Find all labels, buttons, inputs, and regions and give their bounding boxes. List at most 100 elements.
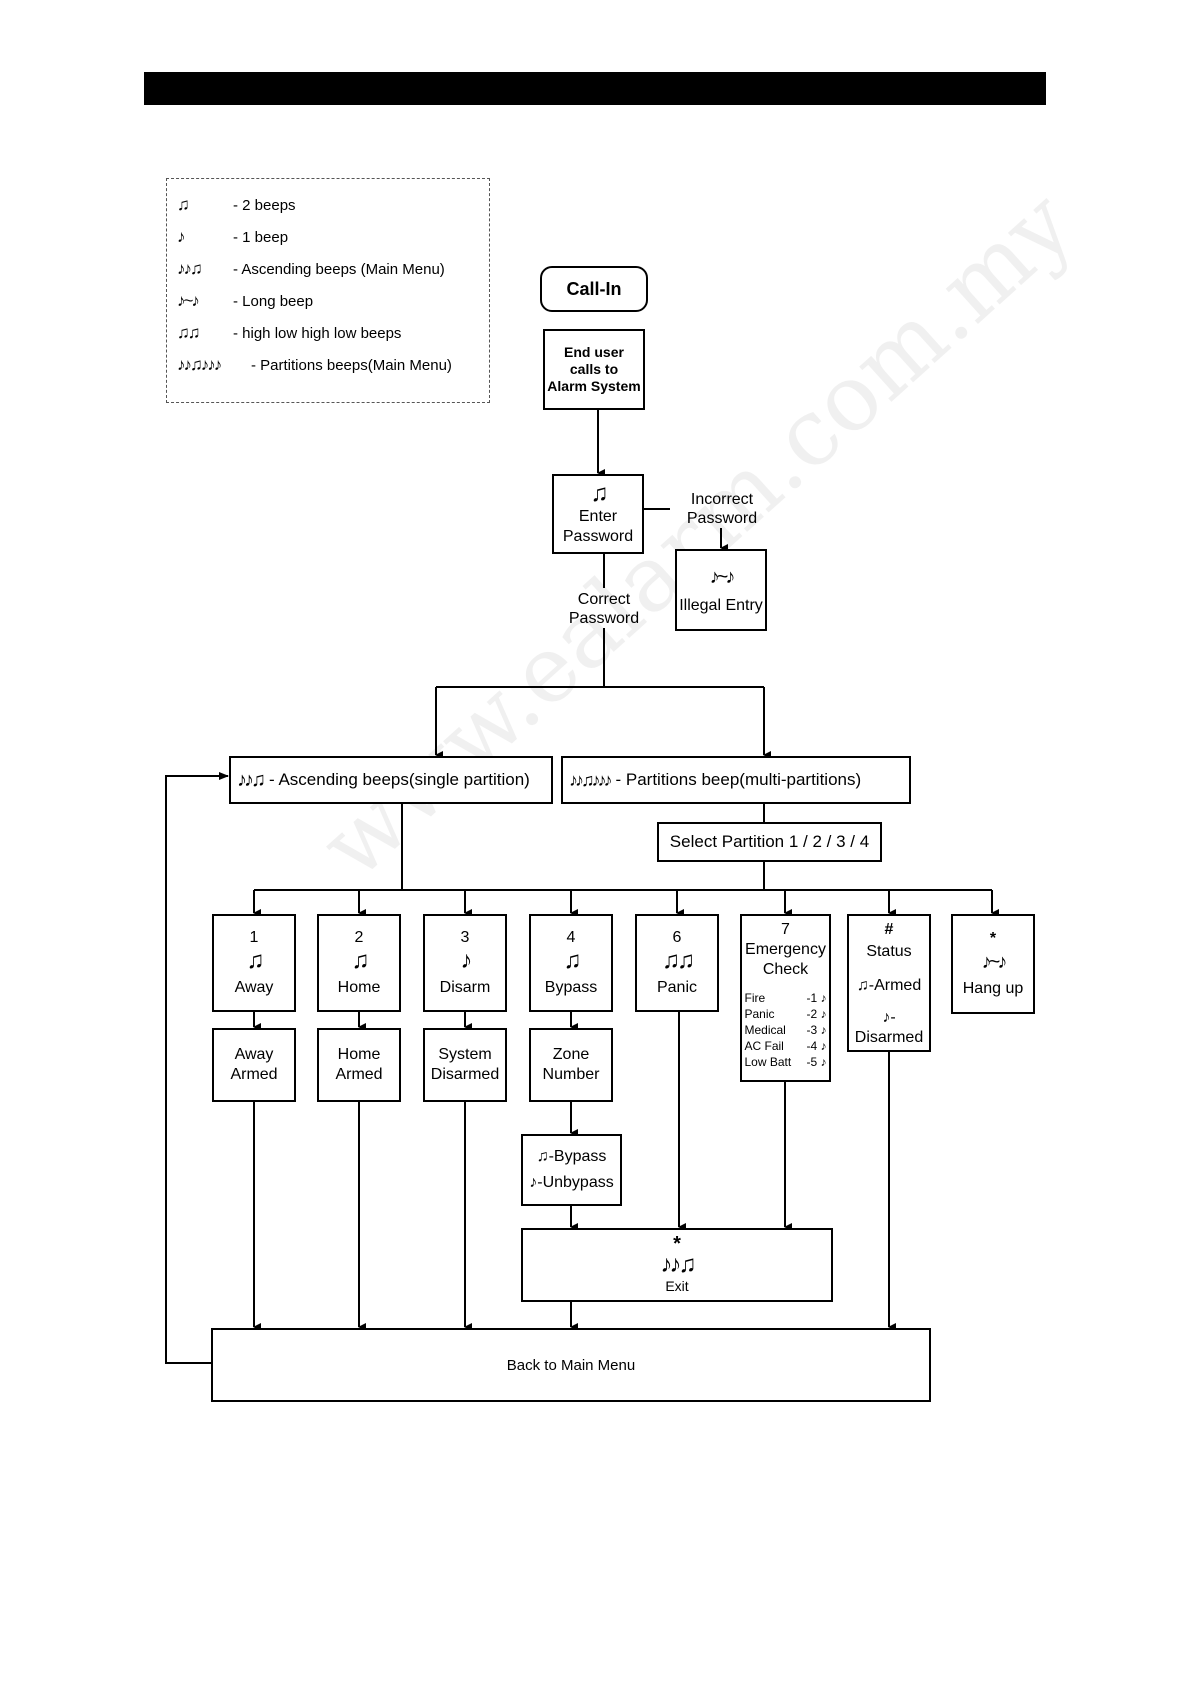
- enter-password-line: Password: [562, 528, 634, 545]
- check-name: Low Batt: [744, 1055, 792, 1069]
- option-label: Hang up: [962, 980, 1024, 997]
- long-beep-icon: ♪~♪: [709, 566, 736, 588]
- option-label: Away: [234, 979, 274, 996]
- legend-item: ♪♪♫♪♪♪ - Partitions beeps(Main Menu): [177, 355, 452, 375]
- call-in-node: Call-In: [540, 266, 648, 312]
- legend-label: - Ascending beeps (Main Menu): [233, 260, 445, 278]
- option-key: #: [884, 921, 894, 938]
- illegal-entry-label: Illegal Entry: [679, 597, 763, 614]
- option-key: 6: [672, 929, 682, 946]
- unbypass-label: ♪-Unbypass: [529, 1174, 614, 1191]
- correct-line: Password: [568, 610, 640, 627]
- two-beeps-icon: ♫: [177, 195, 190, 214]
- two-beeps-icon: ♫: [590, 480, 609, 507]
- option-hang-up: * ♪~♪ Hang up: [951, 914, 1035, 1014]
- one-beep-icon: ♪: [460, 947, 473, 974]
- single-partition-node: ♪♪♫ - Ascending beeps(single partition): [229, 756, 553, 804]
- check-code: -3 ♪: [806, 1023, 827, 1037]
- multi-partition-node: ♪♪♫♪♪♪ - Partitions beep(multi-partition…: [561, 756, 911, 804]
- illegal-entry-node: ♪~♪ Illegal Entry: [675, 549, 767, 631]
- option-key: *: [989, 930, 997, 947]
- option-away: 1 ♫ Away: [212, 914, 296, 1012]
- result-line: Armed: [230, 1066, 278, 1083]
- ascending-beeps-icon: ♪♪♫: [660, 1250, 697, 1278]
- check-name: AC Fail: [744, 1039, 784, 1053]
- option-key: 1: [249, 929, 259, 946]
- enter-password-line: Enter: [578, 508, 618, 525]
- high-low-beeps-icon: ♫♫: [662, 947, 695, 974]
- check-code: -2 ♪: [806, 1007, 827, 1021]
- exit-label: Exit: [665, 1277, 689, 1294]
- option-key: 7: [781, 921, 790, 938]
- legend-label: - Long beep: [233, 292, 314, 310]
- legend-box: ♫ - 2 beeps ♪ - 1 beep ♪♪♫ - Ascending b…: [166, 178, 490, 403]
- check-code: -5 ♪: [806, 1055, 827, 1069]
- bypass-label: ♫-Bypass: [536, 1148, 607, 1165]
- emergency-check-row: Low Batt -5 ♪: [745, 1054, 827, 1070]
- incorrect-line: Incorrect: [690, 491, 754, 508]
- emergency-check-row: Medical -3 ♪: [745, 1022, 827, 1038]
- two-beeps-icon: ♫: [563, 947, 582, 974]
- option-home: 2 ♫ Home: [317, 914, 401, 1012]
- end-user-node: End user calls to Alarm System: [543, 329, 645, 410]
- option-status: # Status ♫-Armed ♪-Disarmed: [847, 914, 931, 1052]
- ascending-beeps-icon: ♪♪♫: [177, 259, 203, 278]
- one-beep-icon: ♪: [177, 227, 186, 246]
- legend-item: ♫♫ - high low high low beeps: [177, 323, 401, 343]
- option-key: 4: [566, 929, 576, 946]
- two-beeps-icon: ♫: [351, 947, 370, 974]
- option-bypass: 4 ♫ Bypass: [529, 914, 613, 1012]
- check-name: Medical: [744, 1023, 786, 1037]
- emergency-check-row: Fire -1 ♪: [745, 990, 827, 1006]
- select-partition-label: Select Partition 1 / 2 / 3 / 4: [669, 832, 870, 851]
- result-line: Home: [337, 1046, 381, 1063]
- exit-key: *: [673, 1232, 681, 1255]
- single-partition-label: - Ascending beeps(single partition): [269, 770, 530, 789]
- check-code: -4 ♪: [806, 1039, 827, 1053]
- option-title: Check: [762, 961, 809, 978]
- legend-label: - 1 beep: [233, 228, 289, 246]
- correct-password-label: Correct Password: [558, 590, 650, 628]
- long-beep-icon: ♪~♪: [177, 291, 200, 310]
- call-in-label: Call-In: [566, 278, 622, 299]
- result-line: System: [438, 1046, 492, 1063]
- result-away-armed: Away Armed: [212, 1028, 296, 1102]
- option-key: 3: [460, 929, 470, 946]
- result-line: Armed: [335, 1066, 383, 1083]
- option-panic: 6 ♫♫ Panic: [635, 914, 719, 1012]
- incorrect-password-label: Incorrect Password: [676, 490, 768, 528]
- emergency-check-row: AC Fail -4 ♪: [745, 1038, 827, 1054]
- result-home-armed: Home Armed: [317, 1028, 401, 1102]
- status-disarmed: ♪-Disarmed: [854, 1009, 924, 1046]
- result-system-disarmed: System Disarmed: [423, 1028, 507, 1102]
- option-label: Home: [337, 979, 381, 996]
- check-name: Fire: [744, 991, 766, 1005]
- incorrect-line: Password: [686, 510, 758, 527]
- option-label: Bypass: [544, 979, 598, 996]
- option-label: Disarm: [439, 979, 491, 996]
- option-title: Status: [866, 943, 912, 960]
- end-user-line: End user: [564, 344, 624, 360]
- back-to-main-menu-node: Back to Main Menu: [211, 1328, 931, 1402]
- partitions-beeps-icon: ♪♪♫♪♪♪: [569, 769, 612, 790]
- option-disarm: 3 ♪ Disarm: [423, 914, 507, 1012]
- option-title: Emergency: [745, 941, 826, 958]
- ascending-beeps-icon: ♪♪♫: [237, 768, 266, 791]
- legend-item: ♪~♪ - Long beep: [177, 291, 313, 311]
- emergency-check-row: Panic -2 ♪: [745, 1006, 827, 1022]
- high-low-beeps-icon: ♫♫: [177, 323, 201, 342]
- end-user-line: calls to: [569, 361, 619, 377]
- partitions-beeps-icon: ♪♪♫♪♪♪: [177, 355, 222, 374]
- multi-partition-label: - Partitions beep(multi-partitions): [615, 770, 862, 789]
- bypass-result-node: ♫-Bypass ♪-Unbypass: [521, 1134, 622, 1206]
- legend-label: - 2 beeps: [233, 196, 296, 214]
- option-emergency-check: 7 Emergency Check Fire -1 ♪ Panic -2 ♪ M…: [740, 914, 831, 1082]
- legend-item: ♫ - 2 beeps: [177, 195, 296, 215]
- long-beep-icon: ♪~♪: [981, 951, 1008, 973]
- two-beeps-icon: ♫: [246, 947, 265, 974]
- result-line: Zone: [552, 1046, 590, 1063]
- legend-item: ♪ - 1 beep: [177, 227, 288, 247]
- end-user-line: Alarm System: [547, 378, 641, 394]
- result-zone-number: Zone Number: [529, 1028, 613, 1102]
